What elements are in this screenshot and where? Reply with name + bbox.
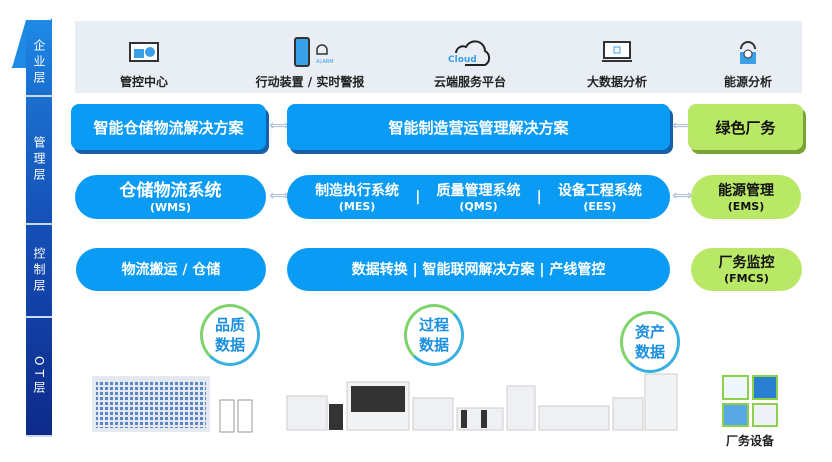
logistics-warehouse[interactable]: 物流搬运 / 仓储 bbox=[76, 248, 266, 291]
mes-qms-ees-systems: 制造执行系统(MES) | 质量管理系统(QMS) | 设备工程系统(EES) bbox=[287, 175, 670, 219]
energy-cloud-icon bbox=[688, 35, 808, 69]
top-item-energy[interactable]: 能源分析 bbox=[688, 21, 808, 90]
process-data-circle: 过程数据 bbox=[404, 304, 464, 366]
layer-label: OT层 bbox=[32, 356, 46, 397]
circle-line: 资产 bbox=[634, 323, 665, 341]
box-label: 绿色厂务 bbox=[715, 118, 776, 137]
system-abbr: (EMS) bbox=[727, 199, 765, 213]
circle-line: 数据 bbox=[214, 336, 245, 354]
layer-label: 控制层 bbox=[32, 246, 46, 295]
system-name: 仓储物流系统 bbox=[119, 180, 222, 201]
cloud-badge: Cloud bbox=[448, 55, 477, 65]
fmcs-system[interactable]: 厂务监控 (FMCS) bbox=[691, 248, 802, 291]
production-line-icon bbox=[286, 373, 678, 431]
laptop-data-icon bbox=[557, 35, 677, 69]
double-arrow-icon: ⟺ bbox=[269, 118, 290, 134]
boiler-icon bbox=[751, 402, 778, 427]
fan-icon bbox=[751, 375, 778, 400]
ems-system[interactable]: 能源管理 (EMS) bbox=[691, 175, 801, 219]
warehouse-rack-icon bbox=[92, 376, 253, 433]
system-abbr: (EES) bbox=[583, 199, 617, 213]
smart-manufacturing-solution[interactable]: 智能制造营运管理解决方案 bbox=[287, 104, 670, 150]
box-label: 智能制造营运管理解决方案 bbox=[388, 118, 569, 137]
layer-label: 管理层 bbox=[32, 136, 46, 184]
box-label: 物流搬运 / 仓储 bbox=[121, 261, 221, 278]
layer-control: 控制层 bbox=[26, 225, 52, 318]
cloud-icon: Cloud bbox=[410, 35, 530, 69]
top-item-label: 云端服务平台 bbox=[433, 75, 506, 89]
green-factory[interactable]: 绿色厂务 bbox=[688, 104, 803, 150]
system-name: 厂务监控 bbox=[718, 255, 775, 271]
system-name: 质量管理系统 bbox=[436, 182, 521, 199]
mes-system[interactable]: 制造执行系统(MES) bbox=[315, 182, 399, 213]
box-label: 智能仓储物流解决方案 bbox=[93, 118, 244, 137]
separator: | bbox=[536, 189, 542, 205]
circle-line: 品质 bbox=[214, 316, 245, 334]
smart-warehouse-solution[interactable]: 智能仓储物流解决方案 bbox=[71, 104, 266, 150]
circle-line: 数据 bbox=[418, 336, 449, 354]
asset-data-circle: 资产数据 bbox=[620, 311, 680, 373]
equipment-label: 厂务设备 bbox=[725, 434, 774, 448]
separator: | bbox=[415, 189, 421, 205]
box-label: 数据转换 | 智能联网解决方案 | 产线管控 bbox=[351, 261, 606, 278]
layer-ot: OT层 bbox=[26, 318, 52, 437]
double-arrow-icon: ⟺ bbox=[672, 188, 693, 204]
top-item-label: 能源分析 bbox=[723, 75, 772, 89]
double-arrow-icon: ⟺ bbox=[269, 188, 290, 204]
enterprise-panel: 管控中心 ALARM 行动装置 / 实时警报 Cloud 云端服务平台 大数据分… bbox=[75, 21, 802, 93]
wms-system[interactable]: 仓储物流系统 (WMS) bbox=[75, 175, 266, 219]
quality-data-circle: 品质数据 bbox=[200, 304, 260, 366]
system-abbr: (WMS) bbox=[149, 200, 192, 214]
system-abbr: (MES) bbox=[338, 199, 376, 213]
top-item-label: 大数据分析 bbox=[586, 75, 647, 89]
circle-line: 过程 bbox=[418, 316, 449, 334]
mobile-alarm-icon: ALARM bbox=[245, 35, 375, 69]
data-conversion-line-control[interactable]: 数据转换 | 智能联网解决方案 | 产线管控 bbox=[287, 248, 670, 291]
system-abbr: (FMCS) bbox=[724, 272, 769, 285]
system-name: 设备工程系统 bbox=[557, 182, 642, 199]
system-abbr: (QMS) bbox=[459, 199, 498, 213]
top-item-label: 管控中心 bbox=[119, 75, 168, 89]
top-item-control-center[interactable]: 管控中心 bbox=[84, 21, 204, 90]
layer-enterprise: 企业层 bbox=[26, 20, 52, 97]
alarm-badge: ALARM bbox=[316, 59, 334, 65]
top-item-big-data[interactable]: 大数据分析 bbox=[557, 21, 677, 90]
top-item-mobile-alarm[interactable]: ALARM 行动装置 / 实时警报 bbox=[245, 21, 375, 90]
layer-management: 管理层 bbox=[26, 97, 52, 225]
ees-system[interactable]: 设备工程系统(EES) bbox=[558, 182, 642, 213]
circle-line: 数据 bbox=[634, 343, 665, 361]
top-item-cloud[interactable]: Cloud 云端服务平台 bbox=[410, 21, 530, 90]
dashboard-monitor-icon bbox=[84, 35, 204, 69]
transformer-icon bbox=[722, 402, 749, 427]
pump-icon bbox=[722, 375, 749, 400]
system-name: 能源管理 bbox=[718, 182, 774, 199]
qms-system[interactable]: 质量管理系统(QMS) bbox=[436, 182, 520, 213]
factory-equipment-icons bbox=[722, 375, 778, 427]
double-arrow-icon: ⟺ bbox=[672, 118, 693, 134]
layer-label: 企业层 bbox=[32, 38, 46, 87]
top-item-label: 行动装置 / 实时警报 bbox=[255, 75, 365, 89]
system-name: 制造执行系统 bbox=[315, 182, 400, 199]
